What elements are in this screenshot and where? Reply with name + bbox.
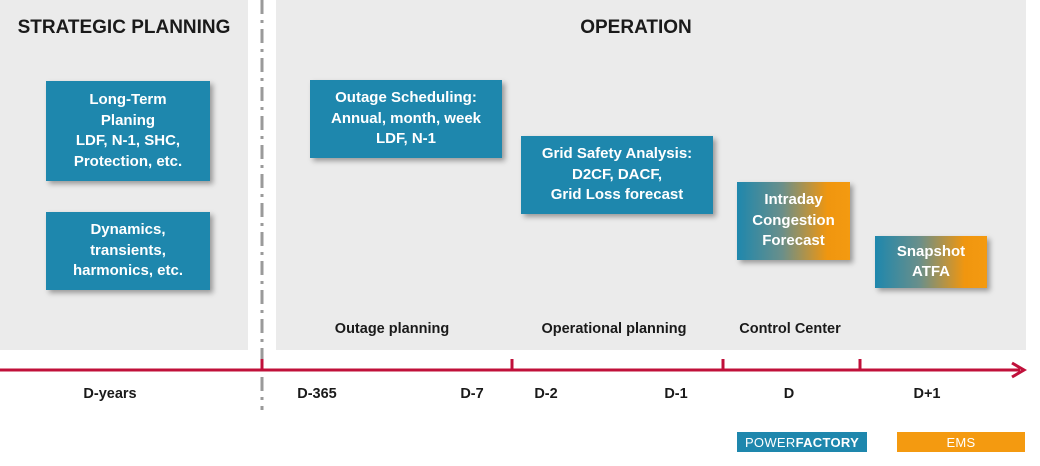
label-d-7: D-7 [460, 386, 484, 402]
legend-powerfactory-suffix: FACTORY [795, 434, 860, 450]
legend-powerfactory-prefix: POWER [744, 434, 796, 450]
intraday-congestion-box: Intraday Congestion Forecast [737, 182, 850, 260]
strategic-planning-heading: STRATEGIC PLANNING [17, 17, 231, 38]
label-d-plus-1: D+1 [913, 386, 941, 402]
label-d-1: D-1 [664, 386, 688, 402]
label-d-years: D-years [83, 386, 137, 402]
control-center-label: Control Center [739, 321, 841, 337]
operational-planning-label: Operational planning [541, 321, 687, 337]
legend-ems: EMS [897, 432, 1025, 452]
grid-safety-analysis-box: Grid Safety Analysis: D2CF, DACF, Grid L… [521, 136, 713, 214]
outage-planning-label: Outage planning [334, 321, 450, 337]
label-d: D [783, 386, 795, 402]
outage-scheduling-box: Outage Scheduling: Annual, month, week L… [310, 80, 502, 158]
label-d-2: D-2 [534, 386, 558, 402]
long-term-planing-box: Long-Term Planing LDF, N-1, SHC, Protect… [46, 81, 210, 181]
operation-heading: OPERATION [580, 17, 692, 38]
label-d-365: D-365 [297, 386, 337, 402]
divider-line [260, 0, 264, 410]
snapshot-atfa-box: Snapshot ATFA [875, 236, 987, 288]
dynamics-box: Dynamics, transients, harmonics, etc. [46, 212, 210, 290]
timeline-axis [0, 359, 1027, 379]
